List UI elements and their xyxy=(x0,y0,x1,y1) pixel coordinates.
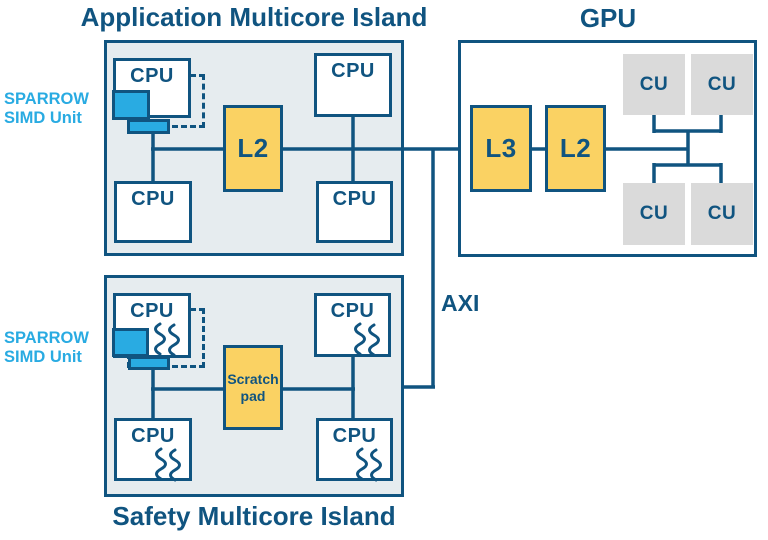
cpu-label: CPU xyxy=(330,300,375,322)
safety-island-title: Safety Multicore Island xyxy=(112,501,396,531)
lockstep-squiggle-icon xyxy=(356,447,382,482)
lockstep-squiggle-icon xyxy=(354,322,380,357)
cpu-label: CPU xyxy=(331,60,375,82)
sparrow-simd-unit-block xyxy=(112,90,150,120)
sparrow-label-line2: SIMD Unit xyxy=(4,108,82,127)
axi-bus-label: AXI xyxy=(441,290,480,316)
sparrow-simd-label-app: SPARROW SIMD Unit xyxy=(4,90,89,128)
sparrow-simd-label-safety: SPARROW SIMD Unit xyxy=(4,329,89,367)
app-cpu-bottom-left: CPU xyxy=(114,181,192,243)
scratchpad-label-line1: Scratch xyxy=(227,371,279,388)
app-cpu-top-right: CPU xyxy=(314,53,392,117)
safety-cpu-bottom-left: CPU xyxy=(114,418,192,482)
cpu-label: CPU xyxy=(131,425,175,447)
gpu-cu-top-left: CU xyxy=(623,54,685,115)
gpu-cu-bottom-right: CU xyxy=(691,183,753,245)
gpu-cu-top-right: CU xyxy=(691,54,753,115)
gpu-title: GPU xyxy=(579,3,637,33)
cpu-label: CPU xyxy=(130,65,174,87)
sparrow-simd-unit-block-small xyxy=(128,356,170,370)
lockstep-squiggle-icon xyxy=(154,322,180,357)
sparrow-label-line1: SPARROW xyxy=(4,90,89,108)
gpu-l2-cache: L2 xyxy=(545,105,606,192)
app-cpu-bottom-right: CPU xyxy=(316,181,393,243)
application-island-title: Application Multicore Island xyxy=(80,2,428,32)
sparrow-label-line2: SIMD Unit xyxy=(4,347,82,366)
scratchpad-label-line2: pad xyxy=(240,387,266,404)
gpu-cu-bottom-left: CU xyxy=(623,183,685,245)
sparrow-simd-unit-block xyxy=(112,328,149,357)
sparrow-label-line1: SPARROW xyxy=(4,329,89,347)
safety-cpu-top-right: CPU xyxy=(314,293,391,357)
cpu-label: CPU xyxy=(332,425,377,447)
lockstep-squiggle-icon xyxy=(155,447,181,482)
safety-cpu-bottom-right: CPU xyxy=(316,418,393,482)
gpu-l3-cache: L3 xyxy=(470,105,532,192)
app-l2-cache: L2 xyxy=(223,105,283,192)
sparrow-simd-unit-block-small xyxy=(127,119,170,134)
cpu-label: CPU xyxy=(332,188,377,210)
cpu-label: CPU xyxy=(130,300,174,322)
cpu-label: CPU xyxy=(131,188,175,210)
scratchpad-memory: Scratch pad xyxy=(223,345,283,430)
